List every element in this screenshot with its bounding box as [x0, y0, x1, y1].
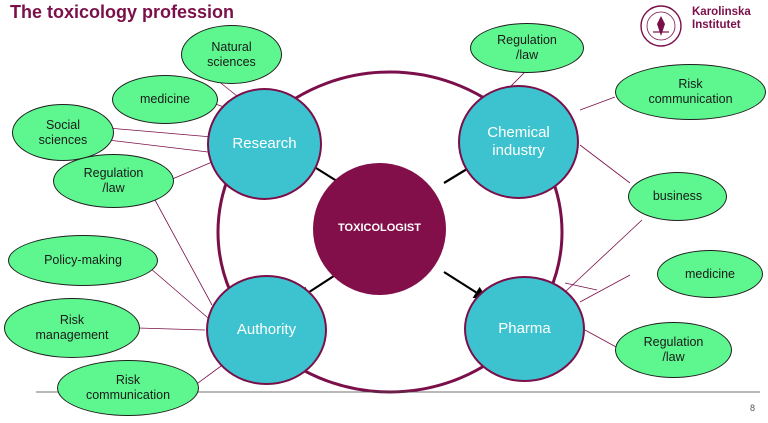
policy-making-bubble: Policy-making [8, 235, 158, 286]
connector-line [107, 127, 213, 138]
connector-line [149, 267, 209, 319]
medicine-bubble-right: medicine [657, 250, 763, 298]
connector-line [564, 219, 643, 293]
regulation-law-bubble-left: Regulation /law [53, 154, 174, 208]
connector-line [584, 329, 619, 349]
natural-sciences-bubble: Natural sciences [181, 25, 282, 84]
connector-line [154, 199, 213, 306]
regulation-law-bubble-top-right: Regulation /law [470, 23, 584, 73]
page-number: 8 [749, 403, 755, 413]
connector-line [107, 139, 209, 153]
connector-line [169, 161, 213, 181]
risk-communication-bubble-bottom: Risk communication [57, 360, 199, 416]
regulation-law-bubble-bottom-right: Regulation /law [615, 322, 732, 378]
toxicologist-node: TOXICOLOGIST [313, 163, 446, 295]
connector-line [579, 144, 631, 184]
social-sciences-bubble: Social sciences [12, 104, 114, 161]
pharma-node: Pharma [464, 276, 585, 382]
karolinska-logo: Karolinska Institutet [692, 6, 766, 32]
risk-communication-bubble-right: Risk communication [615, 64, 766, 120]
chemical-industry-node: Chemical industry [458, 85, 579, 199]
karolinska-seal-logo [640, 5, 682, 47]
connector-line [579, 96, 616, 111]
connector-line [564, 282, 598, 291]
connector-line [137, 327, 206, 331]
slide-title: The toxicology profession [10, 2, 235, 22]
business-bubble: business [628, 172, 727, 221]
logo-line-2: Institutet [692, 19, 741, 31]
medicine-bubble-left: medicine [112, 75, 218, 124]
logo-line-1: Karolinska [692, 6, 751, 18]
risk-management-bubble: Risk management [4, 298, 140, 358]
connector-line [579, 274, 631, 303]
research-node: Research [207, 88, 322, 200]
authority-node: Authority [206, 275, 327, 385]
